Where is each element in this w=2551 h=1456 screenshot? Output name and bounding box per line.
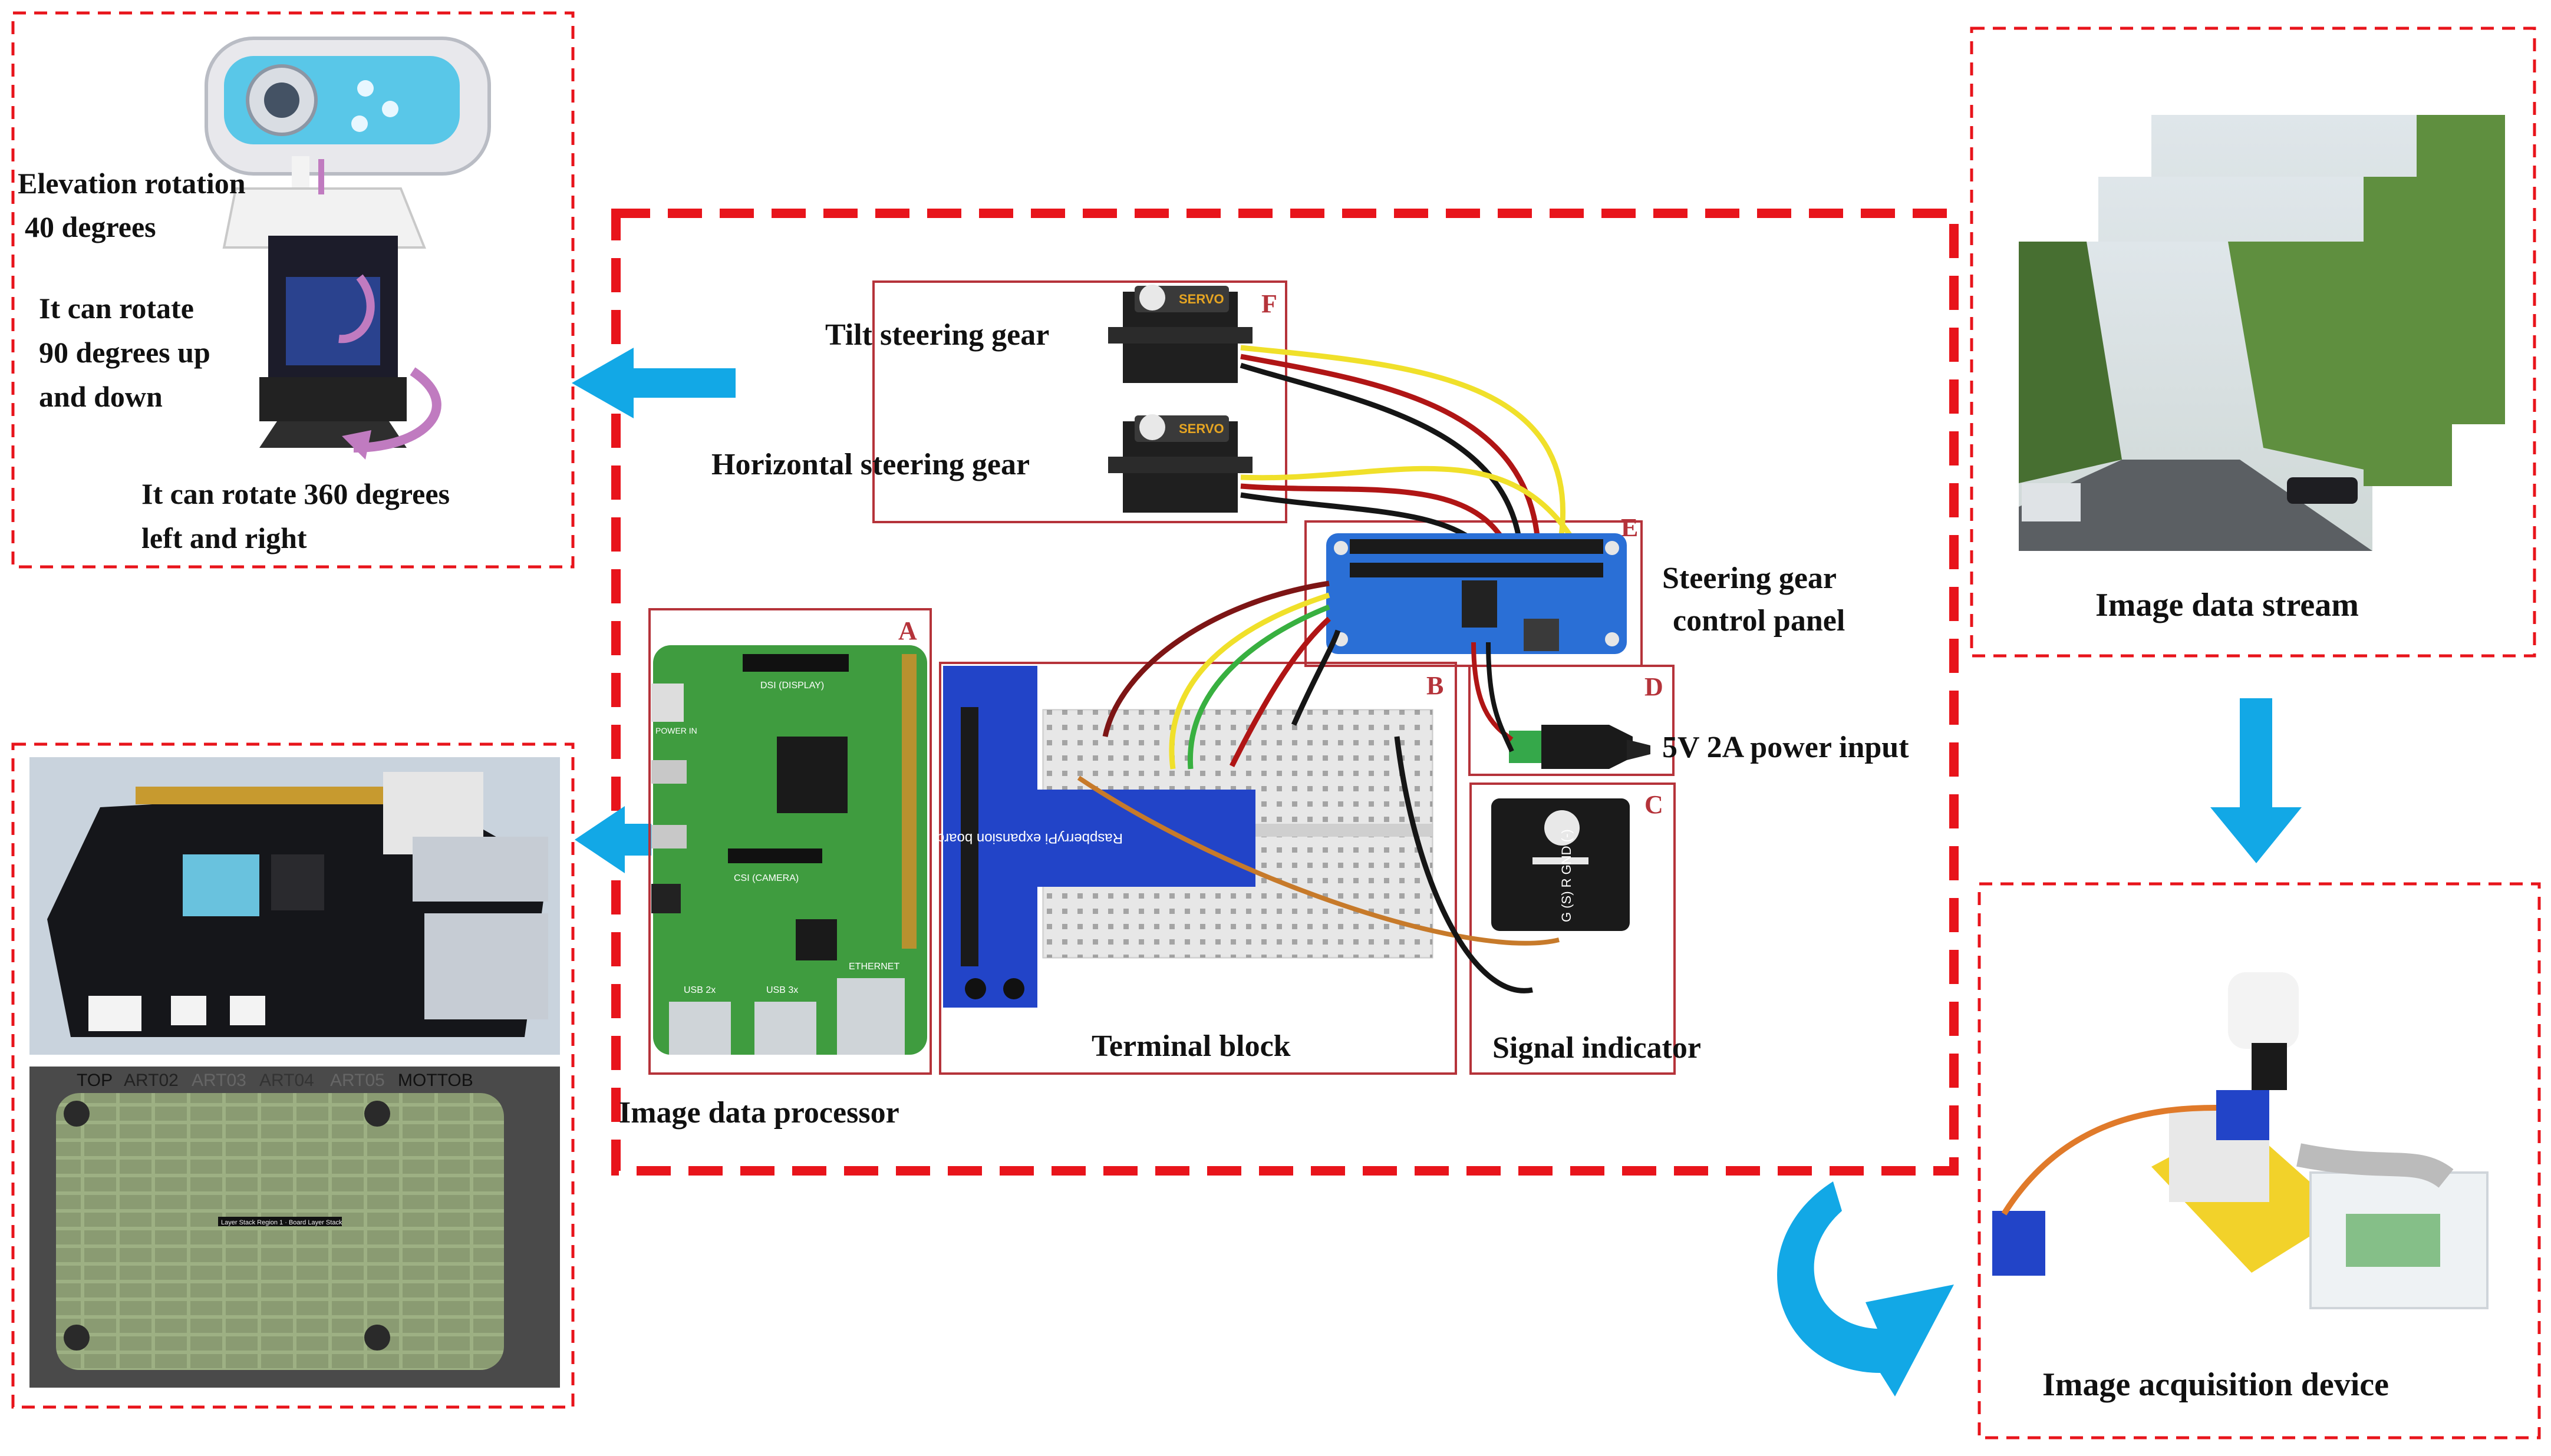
horizontal-servo-label: Horizontal steering gear [711,448,1030,481]
horizontal-servo: SERVO [1108,414,1253,513]
updown-label-1: It can rotate [39,292,194,325]
updown-label-2: 90 degrees up [39,336,210,369]
elevation-label-2: 40 degrees [25,210,156,243]
svg-text:USB 3x: USB 3x [766,985,798,995]
svg-text:SERVO: SERVO [1179,421,1224,436]
svg-text:RaspberryPi expansion board: RaspberryPi expansion board [937,830,1123,846]
arrow-board-left-final [575,806,651,873]
svg-text:USB 2x: USB 2x [684,985,716,995]
breakout-board: RaspberryPi expansion board [937,666,1255,1008]
acquisition-device-photo [1992,972,2489,1309]
pi-label: Image data processor [619,1096,899,1130]
letter-c: C [1644,790,1663,819]
svg-text:DSI (DISPLAY): DSI (DISPLAY) [760,681,824,691]
box-d-power [1468,665,1675,776]
device-frame [1977,882,2541,1440]
arrow-down-stream [2210,698,2302,863]
pcb-tab-bottom[interactable]: MOTTOB [398,1071,473,1090]
pcb-layer-tabs: TOP ART02 ART03 ART04 ART05 MOTTOB [77,1071,473,1090]
camera-frame [11,11,575,569]
main-circuit-frame [611,209,1959,1176]
device-label: Image acquisition device [2042,1366,2389,1403]
letter-b: B [1426,671,1443,700]
box-f-servos [872,280,1287,523]
power-label: 5V 2A power input [1662,731,1909,764]
updown-label-3: and down [39,380,163,413]
elevation-label-1: Elevation rotation [18,167,246,200]
servo-wires [1240,345,1582,553]
pcb-tab-art05[interactable]: ART05 [330,1071,385,1090]
leftright-label-1: It can rotate 360 degrees [141,477,450,510]
pcb-tab-art02[interactable]: ART02 [124,1071,179,1090]
pcb-frame [11,742,575,1409]
svg-text:POWER IN: POWER IN [655,726,697,735]
letter-d: D [1644,672,1663,701]
letter-f: F [1261,289,1277,318]
stream-label: Image data stream [2095,587,2359,623]
svg-text:SERVO: SERVO [1179,292,1224,306]
raspberry-pi-board: DSI (DISPLAY) POWER IN CSI (CAMERA) USB … [651,645,927,1055]
arrows [572,348,2302,1396]
box-b-breadboard [939,662,1457,1075]
camera-image [205,37,491,460]
leftright-label-2: left and right [141,521,307,554]
svg-text:CSI (CAMERA): CSI (CAMERA) [734,873,799,883]
pcb-layer-view: Layer Stack Region 1 · Board Layer Stack… [29,1067,560,1388]
pcb-stack-label: Layer Stack Region 1 · Board Layer Stack [221,1219,342,1226]
svg-text:G (S) R GND (-): G (S) R GND (-) [1559,829,1574,922]
indicator-label: Signal indicator [1492,1031,1701,1065]
image-stream-stack [2019,115,2505,551]
servo-controller-board [1326,533,1627,654]
pcb-tab-art03[interactable]: ART03 [192,1071,246,1090]
stream-frame [1970,27,2536,658]
dashed-frames [11,11,2541,1440]
rotation-arrow-leftright-icon [353,367,441,453]
controller-label-2: control panel [1673,604,1845,638]
svg-text:ETHERNET: ETHERNET [849,962,899,972]
tilt-servo-label: Tilt steering gear [825,318,1049,352]
pcb-tab-top[interactable]: TOP [77,1071,113,1090]
controller-label-1: Steering gear [1662,562,1837,595]
component-boxes [648,280,1676,1075]
rotation-arrow-updown-icon [338,274,375,344]
tilt-servo: SERVO [1108,285,1253,383]
arrow-curved-to-device [1777,1181,1954,1396]
signal-indicator-module: G (S) R GND (-) [1491,798,1630,931]
letter-a: A [898,616,917,645]
arrow-left-to-camera [572,348,736,418]
box-letters: F E A B D C [898,289,1663,819]
breadboard-label: Terminal block [1092,1029,1291,1063]
breadboard-wires [1077,580,1560,993]
power-jack [1471,642,1650,769]
board-3d-render [29,757,560,1055]
box-c-indicator [1469,783,1676,1075]
box-a-pi [648,608,932,1075]
pcb-tab-art04[interactable]: ART04 [259,1071,314,1090]
